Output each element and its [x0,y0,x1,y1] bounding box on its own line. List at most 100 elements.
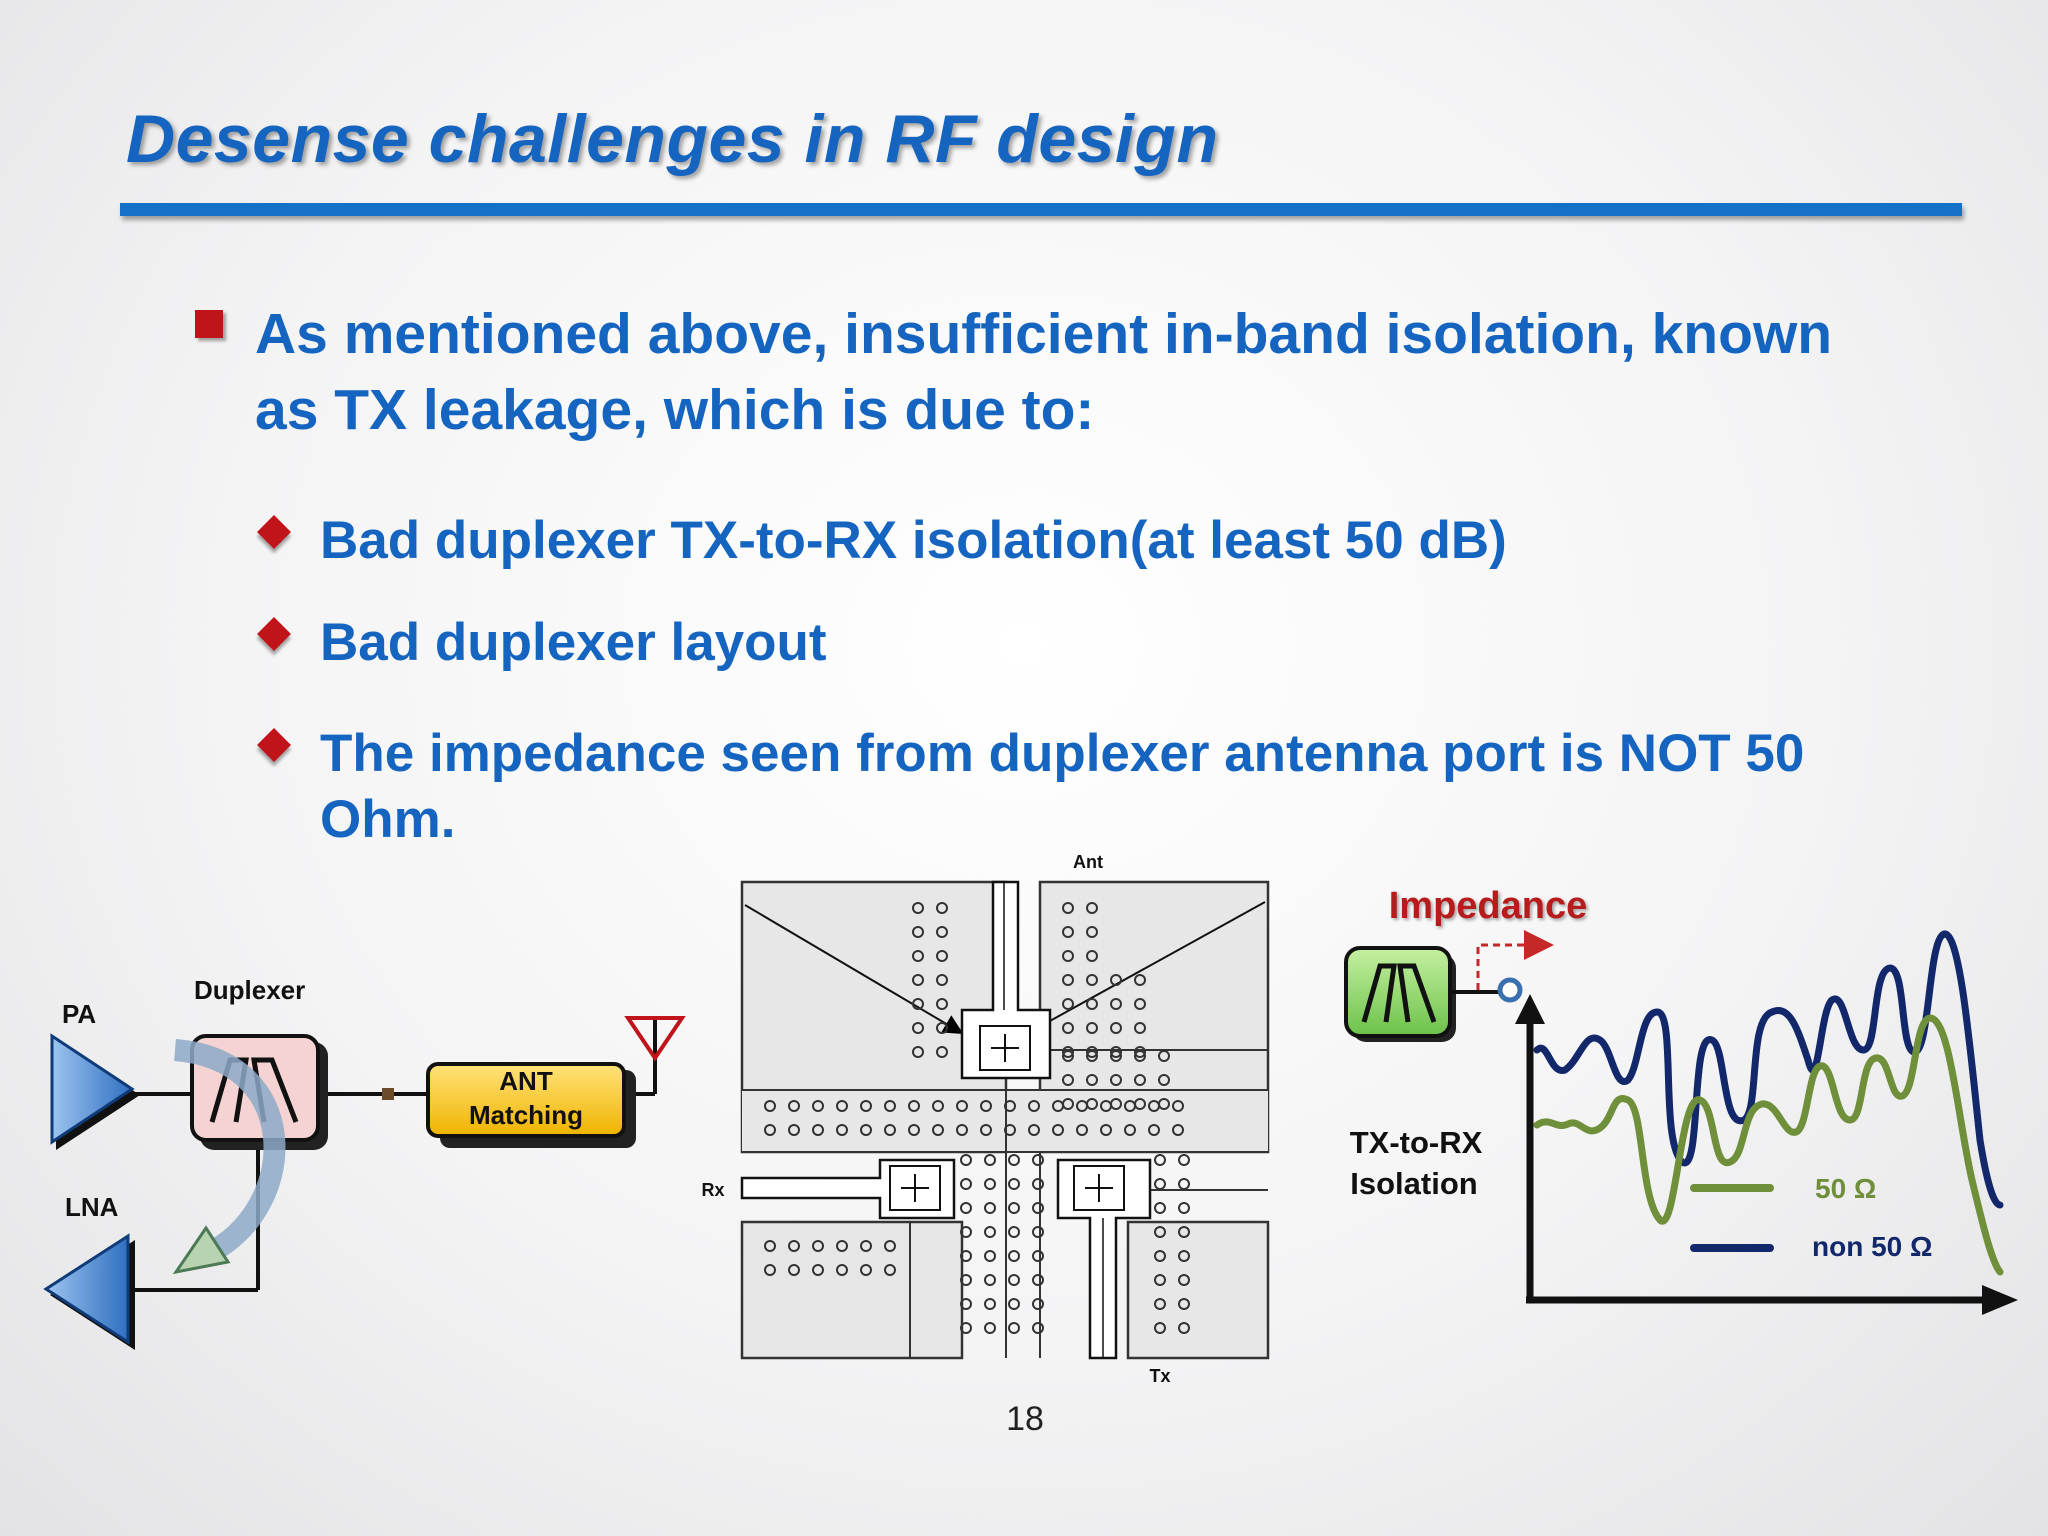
via-hole [960,1154,972,1166]
via-hole [788,1264,800,1276]
via-hole [1062,1074,1074,1086]
via-hole [1134,1050,1146,1062]
via-hole [984,1178,996,1190]
via-hole [1154,1226,1166,1238]
via-hole [1028,1124,1040,1136]
via-hole [788,1124,800,1136]
via-hole [932,1100,944,1112]
via-hole [1154,1202,1166,1214]
ant-matching-label-line2: Matching [469,1100,583,1130]
via-hole [1008,1226,1020,1238]
via-hole [1086,998,1098,1010]
via-hole [984,1202,996,1214]
via-hole [1032,1322,1044,1334]
via-hole [1062,1050,1074,1062]
via-hole [1154,1274,1166,1286]
tx-leakage-arrow [173,1039,286,1260]
via-hole [836,1240,848,1252]
via-hole [960,1274,972,1286]
via-hole [936,998,948,1010]
rf-block-diagram: PA Duplexer LNA ANT Matching [43,975,686,1350]
via-hole [1158,1074,1170,1086]
via-hole [984,1154,996,1166]
via-hole [1032,1250,1044,1262]
via-hole [1148,1124,1160,1136]
via-hole [912,998,924,1010]
via-hole [764,1240,776,1252]
via-hole [1110,1050,1122,1062]
via-hole [936,974,948,986]
via-hole [788,1240,800,1252]
via-hole [980,1124,992,1136]
ant-matching-box [426,1062,626,1138]
via-hole [764,1100,776,1112]
via-hole [960,1202,972,1214]
via-hole [1008,1154,1020,1166]
sub-bullet-1: Bad duplexer TX-to-RX isolation(at least… [320,511,1507,570]
legend-non-50-ohm: non 50 Ω [1812,1231,1932,1262]
via-hole [1178,1298,1190,1310]
impedance-label: Impedance [1389,885,1588,927]
via-hole [1028,1100,1040,1112]
lna-label: LNA [65,1192,119,1222]
via-hole [1154,1322,1166,1334]
diamond-bullet-icon [257,728,291,762]
via-hole [1062,902,1074,914]
via-hole [1032,1178,1044,1190]
via-hole [812,1240,824,1252]
via-hole [860,1240,872,1252]
via-hole [860,1264,872,1276]
via-hole [1008,1322,1020,1334]
via-holes [764,902,1190,1334]
via-hole [984,1298,996,1310]
via-hole [1076,1124,1088,1136]
ant-port-label: Ant [1073,852,1103,872]
via-hole [1032,1298,1044,1310]
via-hole [1154,1154,1166,1166]
via-hole [1086,1022,1098,1034]
via-hole [912,1022,924,1034]
via-hole [1062,974,1074,986]
via-hole [984,1250,996,1262]
via-hole [1008,1250,1020,1262]
via-hole [1178,1154,1190,1166]
antenna-icon [624,1016,686,1062]
via-hole [1086,1050,1098,1062]
via-hole [912,926,924,938]
isolation-plot: Impedance TX-to-RX Isolation 50 Ω non 50… [1344,885,2018,1315]
via-hole [1052,1100,1064,1112]
sub-bullet-3: The impedance seen from duplexer antenna… [320,724,1805,849]
via-hole [908,1124,920,1136]
via-hole [984,1322,996,1334]
via-hole [1062,926,1074,938]
via-hole [1032,1226,1044,1238]
via-hole [912,1046,924,1058]
pa-label: PA [62,999,96,1029]
page-number: 18 [1006,1400,1044,1438]
via-hole [1124,1100,1136,1112]
via-hole [1086,950,1098,962]
via-hole [1110,998,1122,1010]
via-hole [1032,1154,1044,1166]
via-hole [960,1250,972,1262]
via-hole [1032,1274,1044,1286]
via-hole [836,1124,848,1136]
via-hole [960,1322,972,1334]
via-hole [788,1100,800,1112]
via-hole [1008,1298,1020,1310]
ant-matching-label-line1: ANT [499,1066,553,1096]
via-hole [764,1264,776,1276]
title-underline [120,203,1962,216]
via-hole [764,1124,776,1136]
via-hole [836,1100,848,1112]
via-hole [1100,1124,1112,1136]
via-hole [1008,1202,1020,1214]
via-hole [956,1124,968,1136]
via-hole [1076,1100,1088,1112]
y-axis-label-line2: Isolation [1350,1166,1477,1201]
via-hole [936,902,948,914]
via-hole [1062,950,1074,962]
via-hole [980,1100,992,1112]
via-hole [1062,1022,1074,1034]
legend-50-ohm: 50 Ω [1815,1173,1876,1204]
